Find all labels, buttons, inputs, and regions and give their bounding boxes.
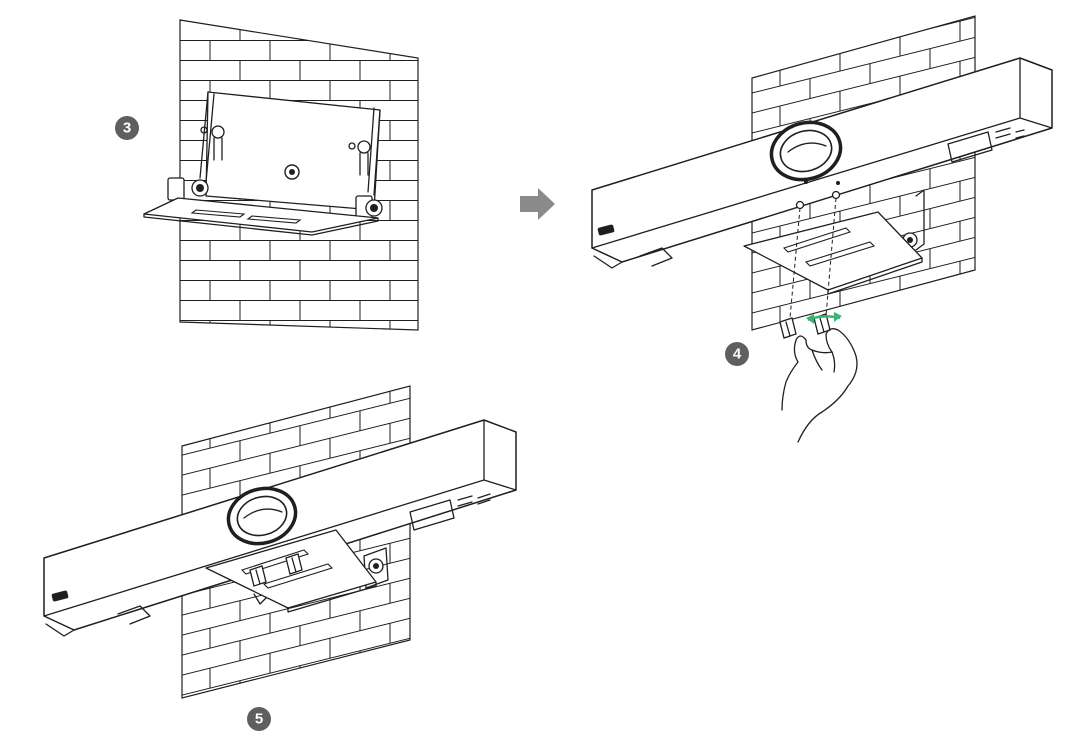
camera-lens bbox=[769, 120, 843, 182]
hand-icon bbox=[781, 328, 858, 443]
step-4-illustration bbox=[591, 15, 1053, 443]
knob-left bbox=[167, 177, 209, 201]
keyhole-left bbox=[200, 125, 225, 161]
video-bar bbox=[43, 419, 517, 637]
shelf-plate bbox=[143, 197, 379, 233]
step-5-number: 5 bbox=[255, 711, 263, 728]
step-5-illustration bbox=[43, 385, 517, 699]
center-screw bbox=[284, 164, 300, 180]
step-3-illustration bbox=[143, 19, 419, 331]
knob-right bbox=[355, 195, 383, 219]
port-panel bbox=[409, 499, 455, 531]
step-3-badge: 3 bbox=[115, 116, 139, 140]
rotate-arrows bbox=[806, 312, 842, 324]
arrow-right-icon bbox=[520, 188, 555, 220]
knob-right bbox=[363, 547, 389, 589]
step-4-number: 4 bbox=[733, 346, 742, 363]
step-4-badge: 4 bbox=[725, 342, 749, 366]
step-3-number: 3 bbox=[123, 120, 131, 137]
port-panel bbox=[947, 131, 993, 163]
brand-logo bbox=[51, 590, 69, 602]
thumb-screw-left bbox=[779, 317, 797, 339]
keyhole-right bbox=[348, 140, 371, 176]
thumb-screw-right bbox=[285, 553, 303, 575]
camera-lens bbox=[226, 486, 298, 546]
step-5-badge: 5 bbox=[247, 707, 271, 731]
thumb-screw-left bbox=[249, 565, 267, 587]
mount-bracket bbox=[205, 91, 381, 211]
brand-logo bbox=[597, 224, 615, 236]
video-bar bbox=[591, 57, 1053, 269]
